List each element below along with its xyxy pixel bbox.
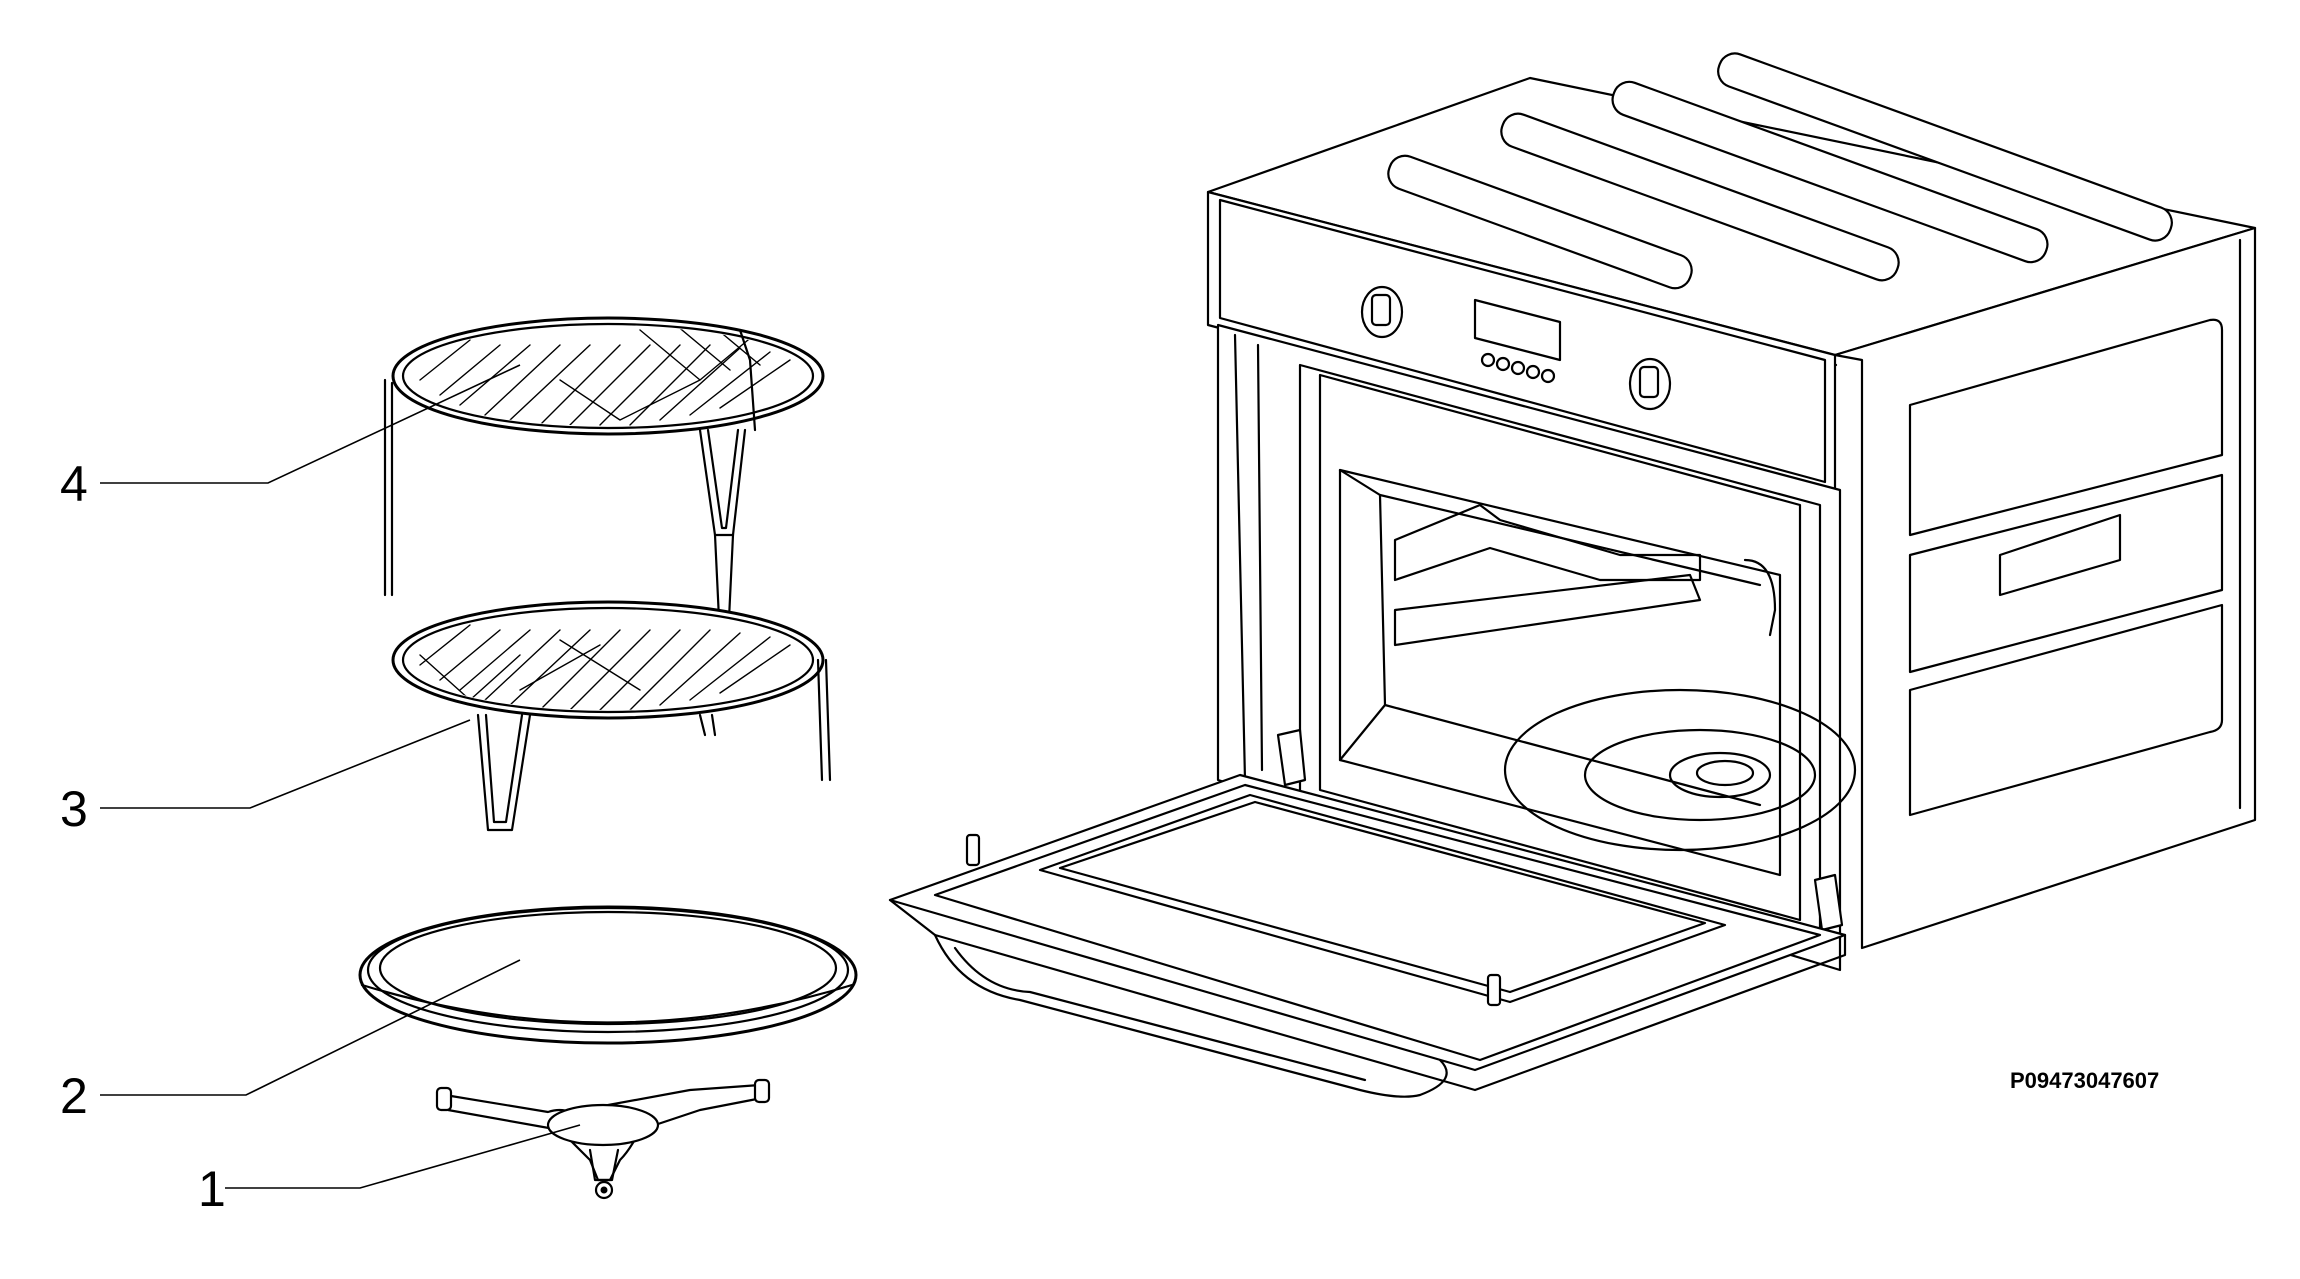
turntable-support bbox=[435, 1078, 771, 1200]
callout-2: 2 bbox=[60, 959, 521, 1124]
oven-right-knob bbox=[1628, 357, 1672, 411]
callout-3-label: 3 bbox=[60, 781, 88, 837]
oven-left-knob bbox=[1360, 285, 1404, 339]
callout-3: 3 bbox=[60, 719, 471, 837]
callout-4-label: 4 bbox=[60, 456, 88, 512]
high-wire-rack bbox=[383, 316, 825, 642]
oven bbox=[888, 52, 2257, 1098]
low-wire-rack bbox=[391, 600, 832, 832]
callout-1: 1 bbox=[198, 1124, 581, 1217]
callout-1-label: 1 bbox=[198, 1161, 226, 1217]
oven-display bbox=[1473, 298, 1562, 362]
oven-door bbox=[888, 773, 1847, 1098]
oven-buttons bbox=[1480, 352, 1556, 384]
callout-2-label: 2 bbox=[60, 1068, 88, 1124]
callout-4: 4 bbox=[60, 364, 521, 512]
part-code: P09473047607 bbox=[2010, 1068, 2159, 1093]
glass-turntable bbox=[358, 905, 858, 1045]
